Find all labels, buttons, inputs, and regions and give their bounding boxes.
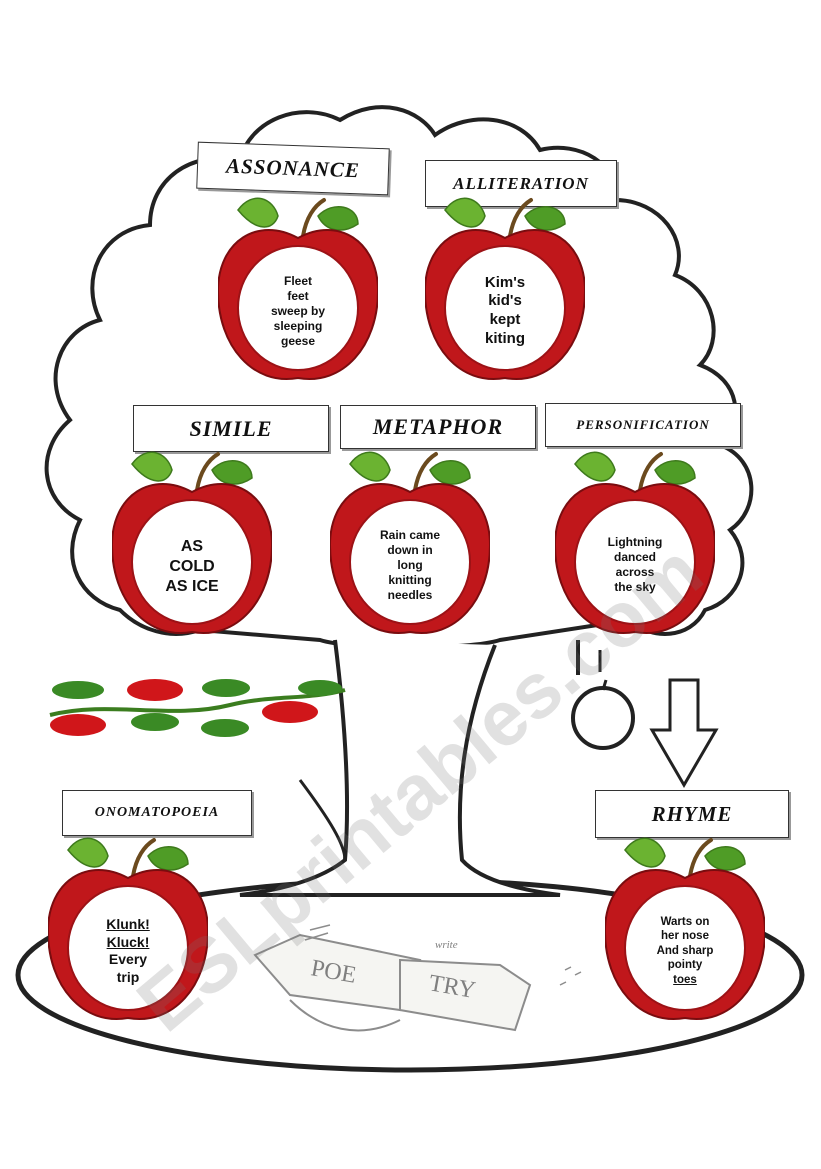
apple-metaphor: Rain came down in long knitting needles [330, 450, 490, 645]
alliteration-line-3: kept [490, 311, 521, 330]
rhyme-line-5: toes [673, 973, 697, 987]
onomatopoeia-line-2: Kluck! [107, 934, 150, 952]
apple-alliteration: Kim's kid's kept kiting [425, 196, 585, 391]
rhyme-line-2: her nose [661, 929, 709, 943]
rhyme-line-3: And sharp [657, 944, 714, 958]
apple-personification: Lightning danced across the sky [555, 450, 715, 645]
simile-line-3: AS ICE [165, 577, 218, 597]
assonance-line-5: geese [281, 334, 315, 349]
alliteration-line-4: kiting [485, 330, 525, 349]
apple-simile: AS COLD AS ICE [112, 450, 272, 645]
banner-onomatopoeia: ONOMATOPOEIA [62, 790, 252, 836]
personification-line-2: danced [614, 550, 656, 565]
banner-simile: SIMILE [133, 405, 329, 452]
metaphor-line-3: long [397, 558, 422, 573]
banner-rhyme: RHYME [595, 790, 789, 838]
metaphor-line-2: down in [387, 543, 432, 558]
assonance-line-2: feet [287, 289, 308, 304]
apple-assonance: Fleet feet sweep by sleeping geese [218, 196, 378, 391]
onomatopoeia-line-3: Every [109, 951, 147, 969]
assonance-line-4: sleeping [274, 319, 323, 334]
trunk-root-line [300, 780, 345, 860]
assonance-line-3: sweep by [271, 304, 325, 319]
banner-assonance: ASSONANCE [196, 142, 390, 196]
tree-trunk [240, 640, 560, 895]
banner-metaphor: METAPHOR [340, 405, 536, 449]
apple-onomatopoeia: Klunk! Kluck! Every trip [48, 836, 208, 1031]
down-arrow-icon [652, 680, 716, 785]
metaphor-line-4: knitting [388, 573, 431, 588]
simile-line-2: COLD [169, 557, 214, 577]
rhyme-line-4: pointy [668, 958, 703, 972]
alliteration-line-2: kid's [488, 292, 522, 311]
banner-personification: PERSONIFICATION [545, 403, 741, 447]
metaphor-line-1: Rain came [380, 528, 440, 543]
personification-line-4: the sky [614, 580, 655, 595]
personification-line-3: across [616, 565, 655, 580]
falling-apple-sketch [573, 640, 633, 748]
rhyme-line-1: Warts on [661, 915, 710, 929]
personification-line-1: Lightning [608, 535, 663, 550]
assonance-line-1: Fleet [284, 274, 312, 289]
apple-vine [50, 679, 345, 737]
metaphor-line-5: needles [388, 588, 433, 603]
onomatopoeia-line-1: Klunk! [106, 916, 150, 934]
onomatopoeia-line-4: trip [117, 969, 140, 987]
simile-line-1: AS [181, 537, 203, 557]
apple-rhyme: Warts on her nose And sharp pointy toes [605, 836, 765, 1031]
alliteration-line-1: Kim's [485, 274, 525, 293]
book-scribble: write [435, 939, 458, 951]
